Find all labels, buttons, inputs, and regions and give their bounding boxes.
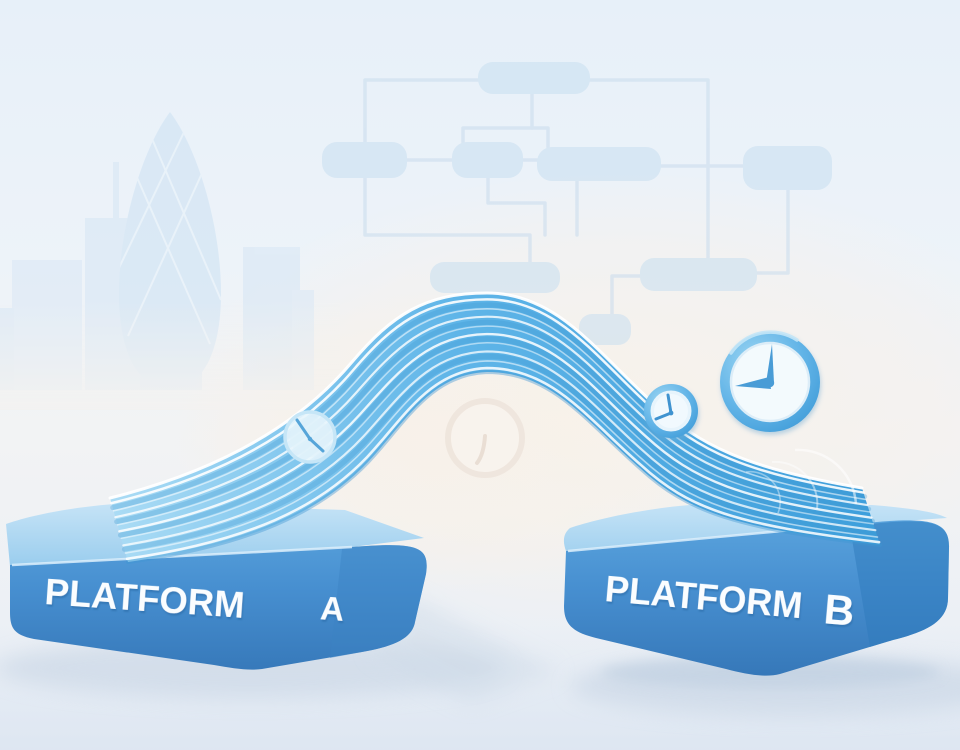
ribbon-stripe	[108, 291, 864, 500]
platform-b: PLATFORM B	[563, 505, 950, 676]
platform-b-right-face	[850, 521, 950, 647]
ribbon-stripe	[122, 350, 877, 547]
skyline	[0, 112, 340, 410]
ghost-clock-icon	[445, 398, 525, 478]
building-left-antenna	[113, 162, 119, 222]
platform-a: PLATFORM A	[6, 503, 427, 670]
ribbon-stripe	[126, 369, 882, 564]
platform-b-front-face	[564, 520, 950, 676]
clock-icon-on-ribbon	[283, 410, 337, 464]
shadows	[0, 596, 960, 716]
ribbon-stripe	[117, 336, 875, 538]
flowchart-nodes	[322, 62, 832, 345]
flowchart	[322, 62, 832, 345]
platform-a-letter: A	[319, 589, 345, 628]
flowchart-connectors	[363, 78, 790, 316]
ribbon-stripe	[116, 325, 871, 526]
platform-a-right-corner-shade	[330, 545, 427, 658]
platform-a-front-face	[10, 545, 427, 670]
platform-a-front-edge-highlight	[11, 545, 353, 567]
platform-b-letter: B	[822, 585, 856, 634]
ribbon-end-curls	[745, 448, 858, 514]
ribbon-stripe	[125, 366, 881, 561]
skyline-fade	[0, 300, 340, 410]
ribbon-stripe	[124, 360, 879, 554]
ribbon-stripe	[120, 342, 875, 540]
ribbon-stripe	[121, 353, 879, 552]
large-clock-icon	[720, 330, 820, 432]
platform-a-shadow-wedge	[370, 596, 560, 704]
ribbon-stripe	[118, 332, 873, 533]
ribbon-band	[110, 293, 880, 562]
small-clock-icon	[644, 384, 698, 438]
